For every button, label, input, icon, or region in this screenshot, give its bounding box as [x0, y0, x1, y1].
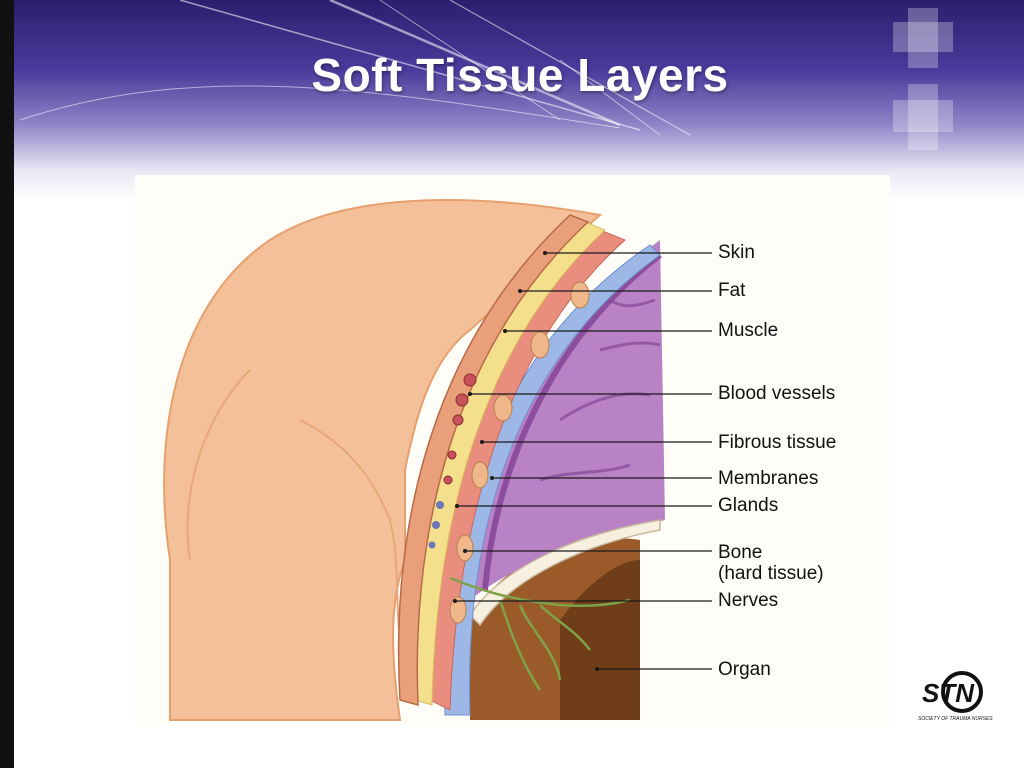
diagram-panel	[135, 175, 890, 725]
leader-lines	[455, 252, 712, 670]
label-organ: Organ	[718, 659, 771, 680]
blood-vessels	[443, 373, 477, 485]
label-blood-vessels: Blood vessels	[718, 383, 836, 404]
skin-layer	[397, 214, 590, 706]
stn-logo-mark: STN	[922, 671, 983, 713]
label-fat: Fat	[718, 280, 746, 301]
soft-tissue-illustration	[163, 199, 712, 721]
stn-logo: STN	[918, 670, 988, 730]
label-bone: Bone	[718, 542, 763, 563]
header-decoration	[19, 0, 953, 150]
label-fibrous-tissue: Fibrous tissue	[718, 432, 837, 453]
stn-logo-caption: SOCIETY OF TRAUMA NURSES	[918, 716, 993, 722]
label-glands: Glands	[718, 495, 779, 516]
left-edge-bar	[0, 0, 14, 768]
label-skin: Skin	[718, 242, 755, 263]
label-nerves: Nerves	[718, 590, 779, 611]
label-membranes: Membranes	[718, 468, 819, 489]
slide-title: Soft Tissue Layers	[311, 49, 729, 101]
stn-logo-text: STN	[922, 678, 975, 708]
slide-header	[0, 0, 1024, 200]
glands	[428, 501, 444, 549]
purple-tissue	[470, 240, 665, 600]
label-hard-tissue: (hard tissue)	[718, 563, 824, 584]
nerves	[449, 576, 631, 691]
cross-emblem	[893, 8, 953, 150]
label-muscle: Muscle	[718, 320, 779, 341]
bone-band	[469, 519, 661, 627]
